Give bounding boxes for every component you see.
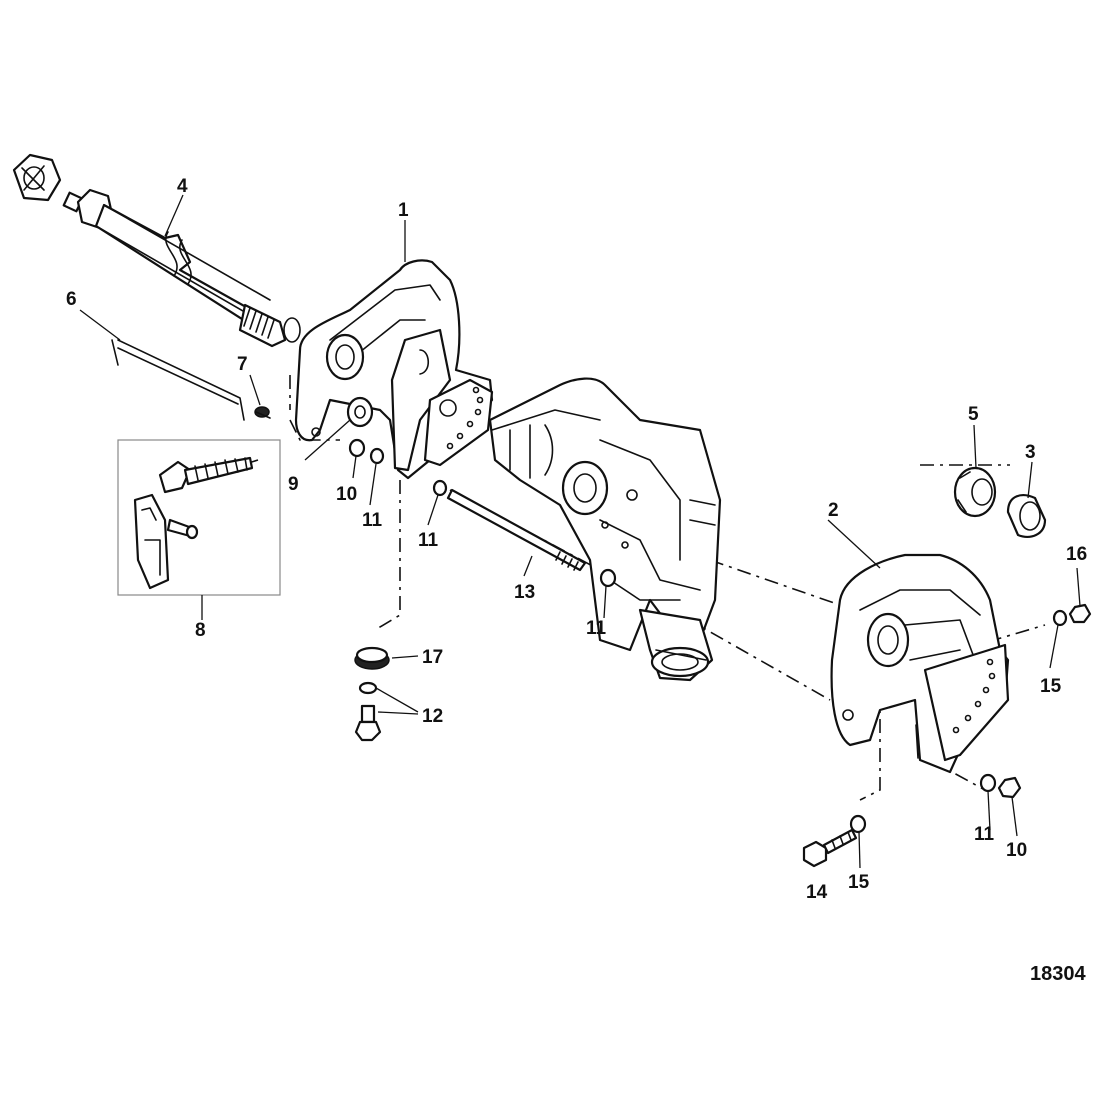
part-14-bolt: [802, 828, 858, 868]
callout-10: 10: [336, 484, 357, 505]
callout-14: 14: [806, 882, 828, 903]
callout-11: 11: [974, 824, 995, 845]
part-1-clamp-bracket-left: [294, 259, 494, 480]
hardware-left: [348, 438, 448, 497]
callout-8: 8: [195, 620, 206, 641]
callout-15: 15: [1040, 676, 1062, 697]
hardware-right: [979, 603, 1092, 799]
callout-6: 6: [66, 289, 77, 310]
callout-15: 15: [848, 872, 870, 893]
part-12-bolt-washer: [354, 681, 382, 742]
callout-17: 17: [422, 647, 443, 668]
callout-3: 3: [1025, 442, 1036, 463]
part-8-kit: [117, 439, 281, 596]
callout-1: 1: [398, 200, 409, 221]
part-4-through-bolt: [12, 153, 301, 348]
callout-labels: 1 2 3 4 5 6 7 8 9 10 10 11 11 11 11 12 1…: [66, 176, 1087, 985]
washer-center: [599, 568, 617, 588]
part-17-bumper: [354, 646, 390, 670]
part-5-nut: [953, 466, 997, 518]
callout-11: 11: [586, 618, 607, 639]
callout-10: 10: [1006, 840, 1027, 861]
part-7-screw: [254, 406, 271, 419]
part-3-cap: [1006, 494, 1047, 538]
callout-4: 4: [177, 176, 188, 197]
callout-12: 12: [422, 706, 443, 727]
callout-2: 2: [828, 500, 839, 521]
callout-11: 11: [418, 530, 439, 551]
part-2-clamp-bracket-right: [830, 553, 1010, 774]
callout-11: 11: [362, 510, 383, 531]
part-15-washer: [849, 814, 867, 834]
part-6-rod: [111, 339, 245, 421]
leader-lines: [79, 194, 1081, 869]
callout-7: 7: [237, 354, 248, 375]
part-13-stud: [446, 488, 587, 572]
callout-5: 5: [968, 404, 979, 425]
callout-9: 9: [288, 474, 299, 495]
figure-number: 18304: [1030, 963, 1086, 985]
swivel-bracket: [488, 377, 722, 682]
callout-16: 16: [1066, 544, 1087, 565]
callout-13: 13: [514, 582, 535, 603]
